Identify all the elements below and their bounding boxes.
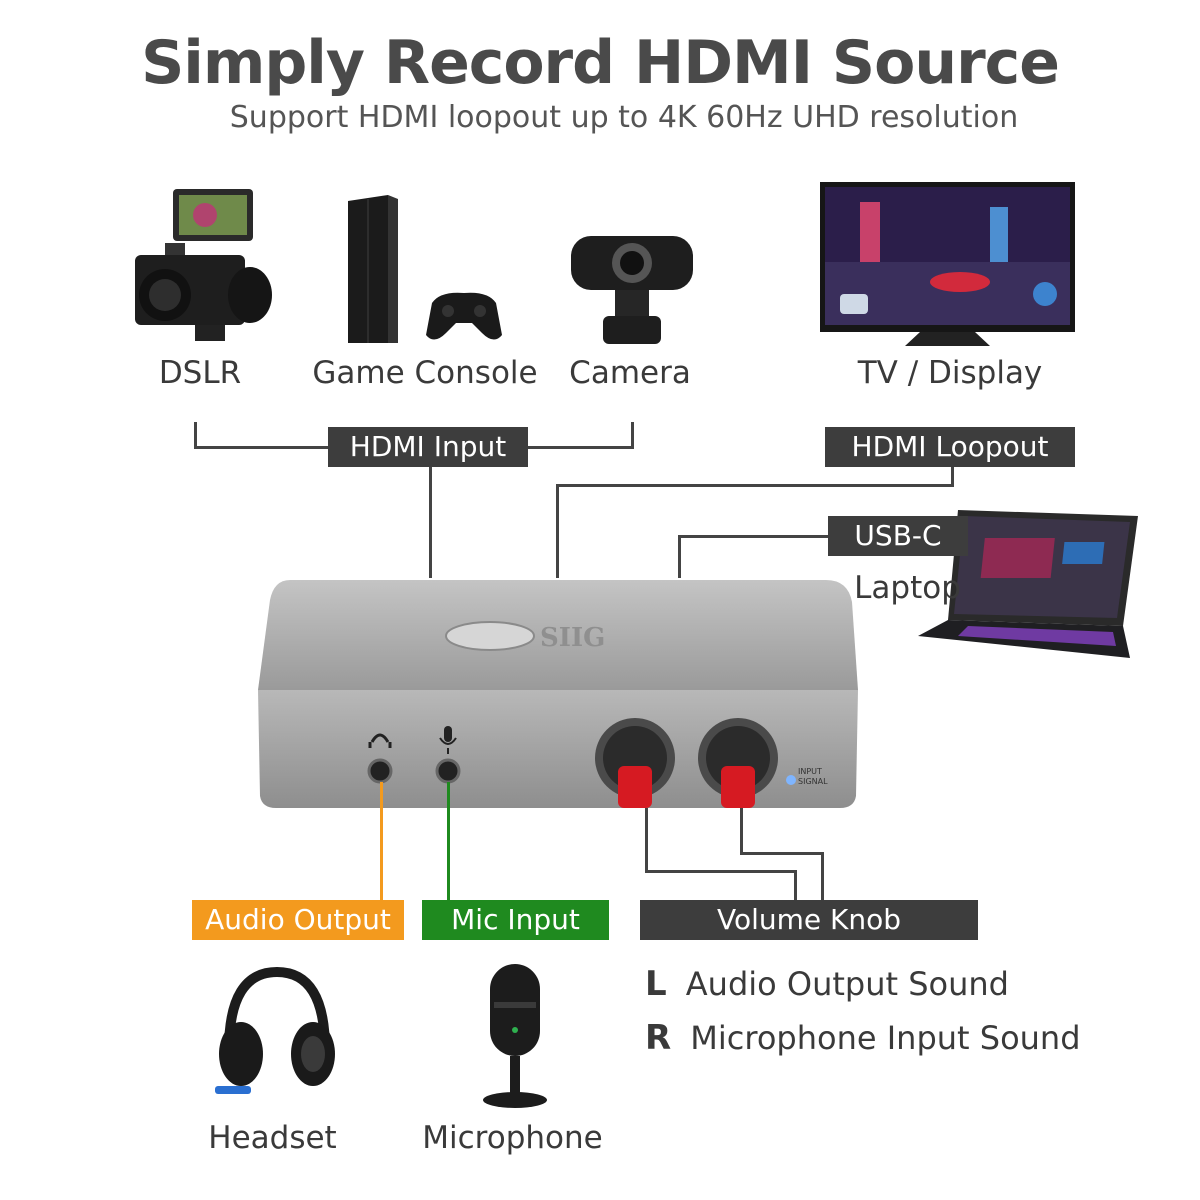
wire-knob-right-across (740, 852, 824, 855)
page-title: Simply Record HDMI Source (141, 28, 1060, 98)
device-label-headset: Headset (208, 1120, 337, 1156)
tv-display-icon (820, 182, 1075, 346)
svg-text:INPUT: INPUT (798, 767, 822, 776)
device-label-dslr: DSLR (158, 355, 242, 391)
device-label-tv: TV / Display (857, 355, 1043, 391)
legend-key-r: R (645, 1018, 672, 1058)
wire-loopout-down (951, 464, 954, 486)
legend-row-left: L Audio Output Sound (645, 964, 1009, 1010)
laptop-icon (918, 510, 1138, 658)
wire-usbc-across (678, 535, 830, 538)
wire-knob-right-down (740, 808, 743, 854)
tag-hdmi-input: HDMI Input (328, 427, 528, 467)
legend-row-right: R Microphone Input Sound (645, 1018, 1081, 1064)
wire-camera-down (631, 422, 634, 448)
device-label-camera: Camera (569, 355, 691, 391)
wire-loopout-device (556, 484, 559, 578)
svg-text:SIIG: SIIG (540, 623, 605, 653)
wire-knob-left-down (645, 808, 648, 872)
microphone-icon (483, 964, 547, 1108)
wire-knob-left-across (645, 870, 797, 873)
wire-audio-output (380, 782, 383, 902)
capture-device: SIIG INPUT SIGNAL (258, 580, 858, 808)
wire-knob-left-up (794, 870, 797, 902)
tag-hdmi-loopout: HDMI Loopout (825, 427, 1075, 467)
tag-audio-output: Audio Output (192, 900, 404, 940)
svg-text:SIGNAL: SIGNAL (798, 777, 828, 786)
webcam-icon (571, 236, 693, 344)
device-label-game-console: Game Console (312, 355, 538, 391)
wire-knob-right-up (821, 852, 824, 902)
tag-volume-knob: Volume Knob (640, 900, 978, 940)
wire-dslr-down (194, 422, 197, 448)
wire-hdmi-input-down (429, 464, 432, 578)
dslr-camera-icon (135, 189, 272, 341)
tag-mic-input: Mic Input (422, 900, 609, 940)
wire-mic-input (447, 782, 450, 902)
wire-loopout-across (556, 484, 954, 487)
headset-icon (215, 966, 335, 1094)
page-subtitle: Support HDMI loopout up to 4K 60Hz UHD r… (229, 100, 1019, 135)
legend-text-r: Microphone Input Sound (690, 1019, 1081, 1057)
device-label-laptop: Laptop (854, 570, 961, 606)
device-label-microphone: Microphone (422, 1120, 603, 1156)
game-console-icon (348, 195, 502, 343)
tag-usb-c: USB-C (828, 516, 968, 556)
legend-key-l: L (645, 964, 667, 1004)
wire-usbc-device (678, 535, 681, 578)
legend-text-l: Audio Output Sound (685, 965, 1009, 1003)
